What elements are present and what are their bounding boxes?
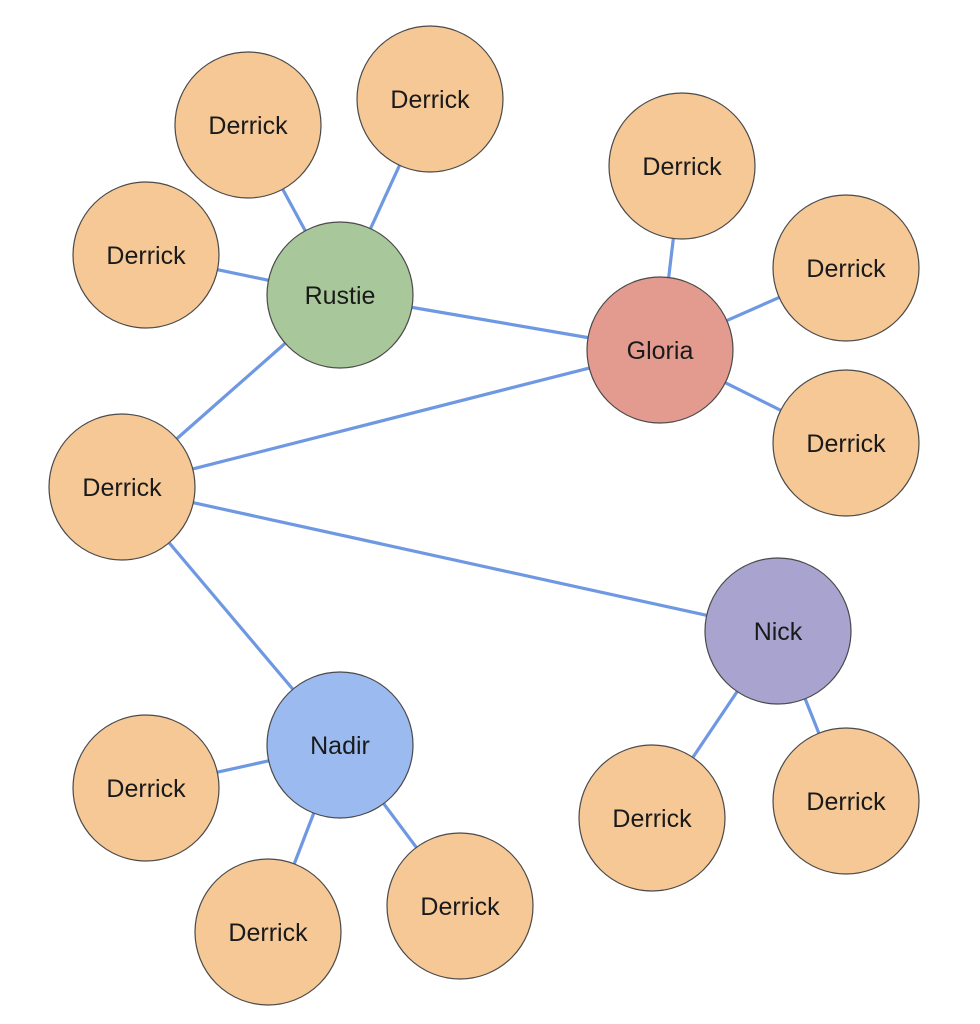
node-center: Derrick — [48, 413, 196, 561]
edges-layer — [167, 163, 821, 866]
node-label-g2: Derrick — [806, 255, 886, 283]
node-circle-r3 — [72, 181, 220, 329]
node-circle-g2 — [772, 194, 920, 342]
node-g1: Derrick — [608, 92, 756, 240]
edge-center-gloria — [191, 366, 591, 471]
edge-center-rustie — [175, 341, 287, 441]
edge-nick-n2 — [803, 697, 821, 735]
node-circle-d2 — [194, 858, 342, 1006]
node-circle-n2 — [772, 727, 920, 875]
node-d1: Derrick — [72, 714, 220, 862]
node-circle-d1 — [72, 714, 220, 862]
node-label-g3: Derrick — [806, 430, 886, 458]
node-label-gloria: Gloria — [627, 337, 694, 365]
edge-nadir-d2 — [292, 811, 316, 866]
node-nadir: Nadir — [266, 671, 414, 819]
node-circle-d3 — [386, 832, 534, 980]
node-g3: Derrick — [772, 369, 920, 517]
edge-nick-n1 — [691, 689, 739, 760]
edge-rustie-r2 — [368, 163, 402, 231]
edge-nadir-d1 — [215, 759, 271, 774]
node-d2: Derrick — [194, 858, 342, 1006]
node-circle-g3 — [772, 369, 920, 517]
node-g2: Derrick — [772, 194, 920, 342]
node-label-center: Derrick — [82, 474, 162, 502]
node-circle-center — [48, 413, 196, 561]
node-circle-r2 — [356, 25, 504, 173]
node-nick: Nick — [704, 557, 852, 705]
edge-gloria-g2 — [725, 295, 781, 323]
edge-rustie-r1 — [281, 187, 307, 233]
node-label-d3: Derrick — [420, 893, 500, 921]
node-label-n2: Derrick — [806, 788, 886, 816]
edge-gloria-g1 — [667, 236, 675, 280]
edge-center-nadir — [167, 541, 295, 691]
node-circle-nick — [704, 557, 852, 705]
node-label-nadir: Nadir — [310, 732, 370, 760]
node-label-n1: Derrick — [612, 805, 692, 833]
node-label-nick: Nick — [754, 618, 803, 646]
node-circle-gloria — [586, 276, 734, 424]
node-label-d2: Derrick — [228, 919, 308, 947]
node-gloria: Gloria — [586, 276, 734, 424]
nodes-layer: RustieGloriaNickNadirDerrickDerrickDerri… — [48, 25, 920, 1006]
node-rustie: Rustie — [266, 221, 414, 369]
node-r2: Derrick — [356, 25, 504, 173]
edge-rustie-gloria — [410, 305, 590, 340]
node-r1: Derrick — [174, 51, 322, 199]
node-circle-n1 — [578, 744, 726, 892]
edge-center-nick — [191, 501, 709, 617]
node-circle-nadir — [266, 671, 414, 819]
node-circle-r1 — [174, 51, 322, 199]
node-circle-rustie — [266, 221, 414, 369]
edge-gloria-g3 — [723, 381, 783, 412]
node-label-r3: Derrick — [106, 242, 186, 270]
node-n1: Derrick — [578, 744, 726, 892]
node-label-d1: Derrick — [106, 775, 186, 803]
node-label-r2: Derrick — [390, 86, 470, 114]
node-d3: Derrick — [386, 832, 534, 980]
node-label-rustie: Rustie — [305, 282, 376, 310]
node-label-r1: Derrick — [208, 112, 288, 140]
node-label-g1: Derrick — [642, 153, 722, 181]
node-n2: Derrick — [772, 727, 920, 875]
edge-nadir-d3 — [382, 801, 418, 850]
node-circle-g1 — [608, 92, 756, 240]
edge-rustie-r3 — [215, 268, 271, 282]
node-r3: Derrick — [72, 181, 220, 329]
